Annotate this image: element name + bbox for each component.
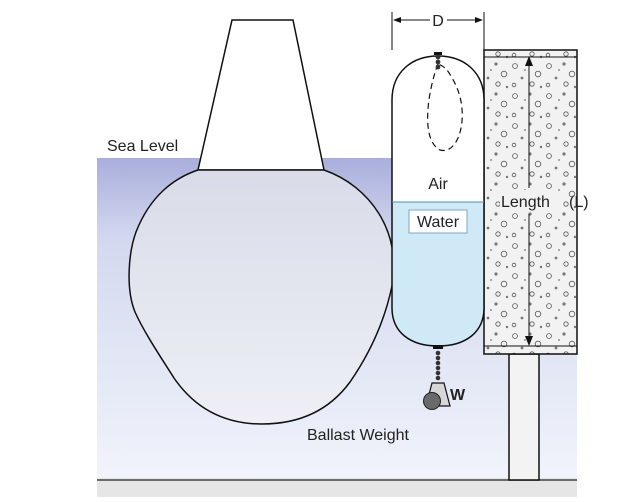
length-dimension-arrow — [525, 56, 533, 346]
water-label: Water — [417, 214, 460, 231]
ballast-chain — [433, 345, 443, 381]
length-label: Length — [501, 194, 550, 211]
length-symbol-label: (L) — [569, 194, 589, 211]
water-label-box — [408, 209, 468, 234]
ballast-weight-ball — [423, 392, 441, 410]
length-label-background — [500, 190, 558, 212]
sea-level-label: Sea Level — [107, 138, 178, 155]
fender-top-fitting — [434, 52, 442, 70]
fender-inner-dashed-loop — [427, 63, 463, 151]
ship-superstructure — [197, 19, 325, 171]
sea-bed — [97, 478, 577, 497]
dimension-d-label: D — [432, 13, 444, 30]
fender-air-chamber — [392, 56, 484, 202]
weight-symbol-label: W — [450, 387, 466, 404]
dimension-d — [391, 12, 485, 50]
ballast-weight-label: Ballast Weight — [307, 427, 410, 444]
fender-water-chamber — [392, 202, 484, 346]
air-label: Air — [428, 176, 448, 193]
fender-outline — [391, 55, 485, 347]
dock-pile — [508, 353, 540, 481]
